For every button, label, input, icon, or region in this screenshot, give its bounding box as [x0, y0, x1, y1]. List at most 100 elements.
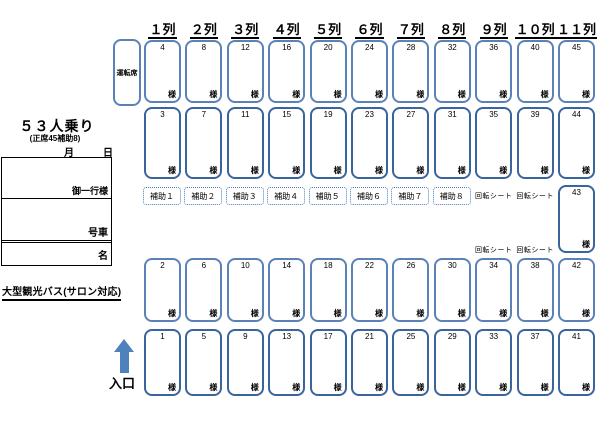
guest-suffix-label: 様 — [540, 166, 549, 175]
seat-number: 21 — [365, 332, 374, 341]
seat-number: 17 — [323, 332, 333, 341]
guest-suffix-label: 様 — [457, 383, 466, 392]
guest-suffix-label: 様 — [333, 383, 342, 392]
seat-number: 15 — [282, 110, 292, 119]
seat-number: 39 — [530, 110, 540, 119]
guest-suffix-label: 様 — [540, 90, 549, 99]
guest-suffix-label: 様 — [375, 309, 383, 318]
column-header-label: ９列 — [479, 22, 508, 39]
column-header-label: ８列 — [438, 22, 467, 39]
aux-seat-2: 補助２ — [184, 187, 223, 205]
guest-suffix-label: 様 — [416, 90, 425, 99]
guest-suffix-label: 様 — [499, 90, 508, 99]
guest-suffix-label: 様 — [582, 240, 590, 249]
column-header-label: １１列 — [555, 22, 597, 39]
entrance-label: 入口 — [108, 376, 135, 391]
seat-10: 10 様 — [226, 258, 264, 322]
guest-suffix-label: 様 — [375, 166, 383, 175]
bus-type-label: 大型観光バス(サロン対応) — [2, 283, 122, 301]
seat-36: 36 様 — [475, 40, 513, 103]
name-field: 名 — [2, 243, 111, 263]
seat-20: 20 様 — [309, 40, 347, 103]
seat-number: 5 — [201, 332, 207, 341]
column-header-11: １１列 — [547, 22, 600, 39]
column-header-5: ５列 — [298, 22, 358, 39]
guest-suffix-label: 様 — [333, 90, 342, 99]
seat-number: 20 — [323, 43, 333, 52]
rotating-seat-label: 回転シート — [474, 247, 513, 254]
seat-number: 13 — [282, 332, 292, 341]
guest-suffix-label: 様 — [375, 383, 383, 392]
guest-suffix-label: 様 — [333, 309, 342, 318]
arrow-shaft — [119, 352, 129, 373]
seat-15: 15 様 — [268, 107, 306, 179]
day-label: 日 — [103, 148, 113, 159]
guest-suffix-label: 様 — [250, 383, 259, 392]
seat-39: 39 様 — [516, 107, 554, 179]
seat-number: 11 — [241, 110, 250, 119]
seat-number: 36 — [489, 43, 499, 52]
seat-number: 40 — [530, 43, 540, 52]
guest-suffix-label: 様 — [209, 309, 218, 318]
seat-number: 4 — [160, 43, 165, 52]
column-header-label: １０列 — [514, 22, 556, 39]
seat-number: 6 — [201, 261, 207, 270]
capacity-title: ５３人乗り — [19, 118, 95, 134]
driver-seat: 運転席 — [113, 39, 141, 106]
party-label: 御一行様 — [71, 186, 108, 196]
column-header-2: ２列 — [174, 22, 234, 39]
bus-number-label: 号車 — [88, 228, 108, 239]
column-header-9: ９列 — [464, 22, 524, 39]
guest-suffix-label: 様 — [209, 166, 218, 175]
seat-number: 33 — [489, 332, 499, 341]
column-header-label: ４列 — [272, 22, 301, 39]
guest-suffix-label: 様 — [540, 383, 549, 392]
column-header-3: ３列 — [215, 22, 275, 39]
seat-number: 1 — [160, 332, 165, 341]
guest-suffix-label: 様 — [292, 166, 301, 175]
guest-suffix-label: 様 — [292, 90, 301, 99]
rotating-seat-label: 回転シート — [516, 193, 554, 200]
seat-number: 14 — [282, 261, 292, 270]
guest-suffix-label: 様 — [250, 309, 259, 318]
column-header-label: ７列 — [396, 22, 425, 39]
aux-seat-3: 補助３ — [225, 187, 264, 205]
seat-number: 24 — [365, 43, 374, 52]
seat-number: 31 — [447, 110, 457, 119]
column-header-8: ８列 — [422, 22, 482, 39]
column-header-label: ２列 — [189, 22, 218, 39]
seat-number: 27 — [406, 110, 416, 119]
column-header-label: ３列 — [231, 22, 260, 39]
guest-suffix-label: 様 — [499, 166, 508, 175]
seat-number: 41 — [572, 332, 581, 341]
seat-number: 26 — [406, 261, 416, 270]
seat-number: 7 — [201, 110, 207, 119]
seat-number: 12 — [240, 43, 250, 52]
seat-number: 25 — [406, 332, 416, 341]
column-header-4: ４列 — [257, 22, 317, 39]
column-header-label: １列 — [148, 22, 177, 39]
aux-seat-8: 補助８ — [432, 187, 471, 205]
column-header-label: ５列 — [314, 22, 343, 39]
column-header-label: ６列 — [355, 22, 384, 39]
guest-suffix-label: 様 — [209, 90, 218, 99]
seat-17: 17 様 — [309, 329, 347, 396]
seat-number: 10 — [240, 261, 250, 270]
seat-number: 2 — [160, 261, 165, 270]
capacity-subtitle: (正席45補助8) — [29, 134, 81, 143]
